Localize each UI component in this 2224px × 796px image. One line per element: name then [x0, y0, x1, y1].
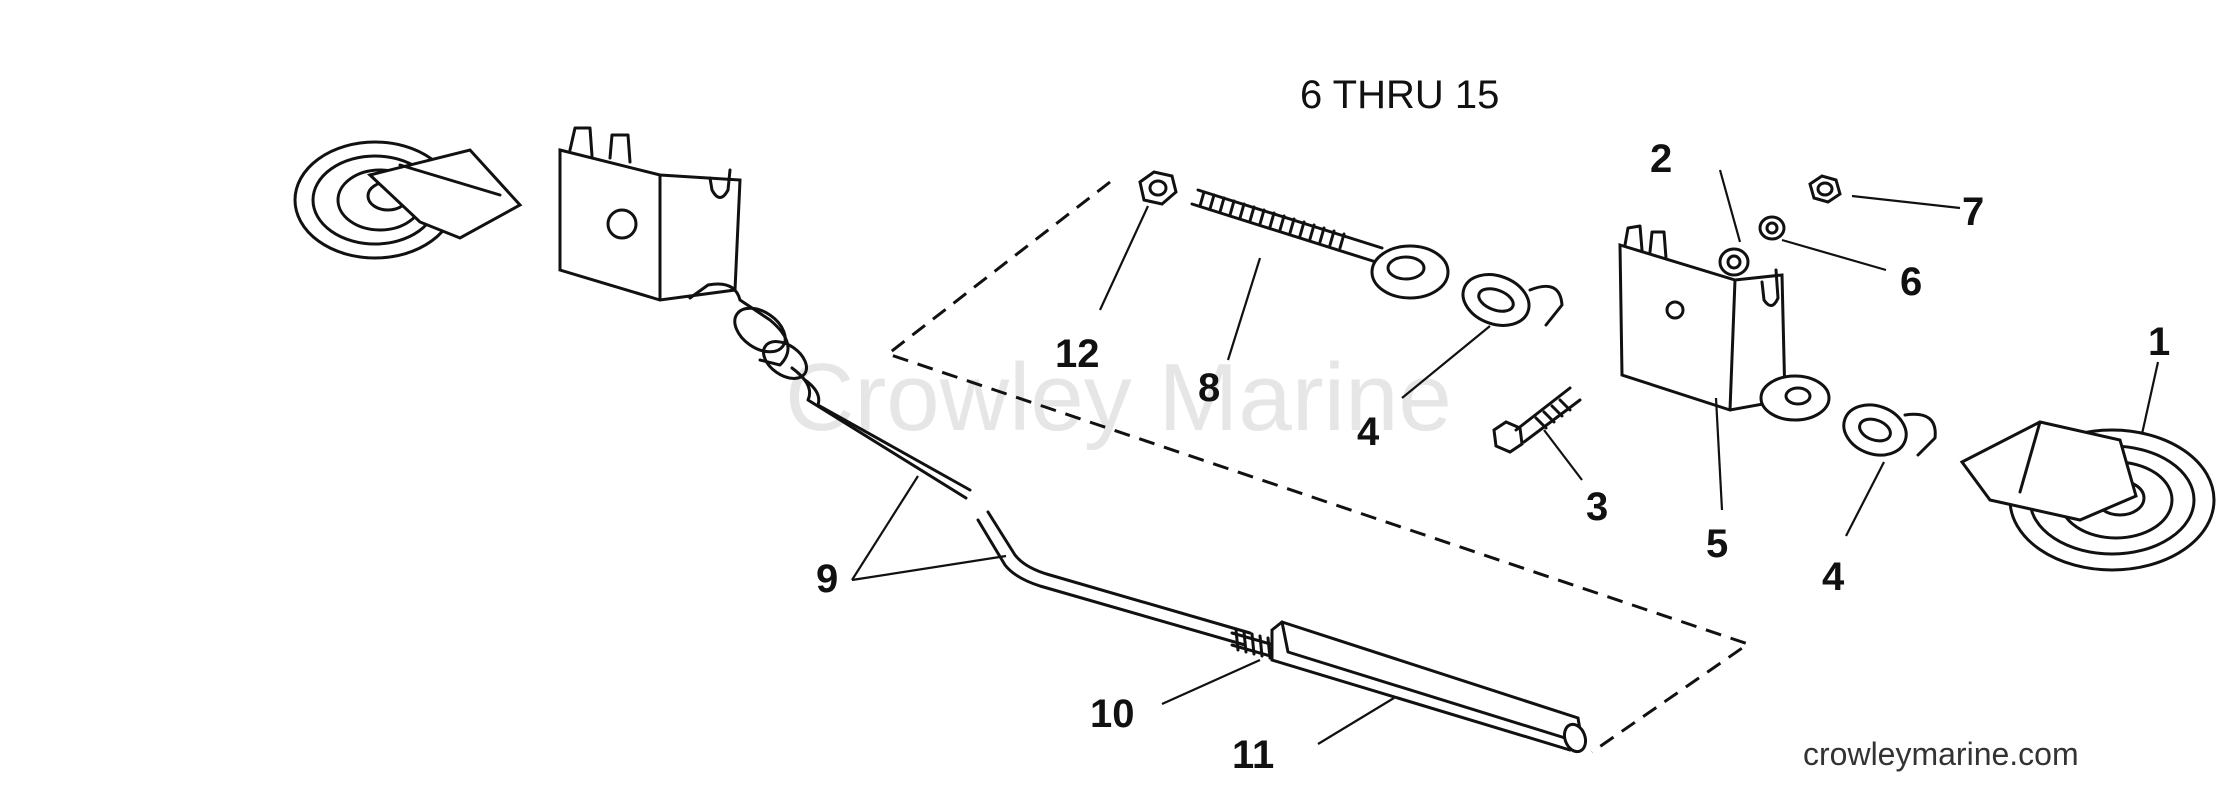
- cable-clip-lower: [1842, 403, 1937, 457]
- callout-2: 2: [1650, 137, 1672, 181]
- callout-6: 6: [1900, 260, 1922, 304]
- watermark: Crowley Marine: [785, 344, 1452, 451]
- callout-4-lower: 4: [1822, 555, 1845, 599]
- nut-7: [1808, 174, 1842, 204]
- right-pulley-1: [1959, 420, 2216, 572]
- callout-10: 10: [1090, 692, 1135, 736]
- callout-1: 1: [2148, 320, 2170, 364]
- nut-12: [1138, 170, 1178, 206]
- bolt-3: [1492, 386, 1582, 454]
- handle-sleeve: [1270, 620, 1588, 754]
- bracket-5: [1618, 224, 1831, 422]
- callout-4-upper: 4: [1357, 410, 1380, 454]
- site-label: crowleymarine.com: [1803, 736, 2079, 772]
- control-rod: [790, 366, 1252, 647]
- washer-6: [1758, 215, 1786, 241]
- cable-clip-upper: [1461, 273, 1564, 327]
- assembly-outline: [884, 180, 1752, 754]
- callout-8: 8: [1198, 366, 1220, 410]
- left-pulley-assembly: [293, 126, 808, 380]
- eye-bolt-8: [1190, 188, 1450, 300]
- callout-9: 9: [816, 557, 838, 601]
- diagram-title: 6 THRU 15: [1300, 73, 1499, 117]
- callout-11: 11: [1232, 733, 1274, 777]
- washer-2: [1718, 247, 1750, 277]
- leader-lines: [851, 169, 2160, 745]
- callout-3: 3: [1586, 485, 1608, 529]
- callout-7: 7: [1962, 190, 1984, 234]
- threaded-end: [1230, 628, 1276, 660]
- callout-12: 12: [1055, 332, 1100, 376]
- callout-5: 5: [1706, 522, 1728, 566]
